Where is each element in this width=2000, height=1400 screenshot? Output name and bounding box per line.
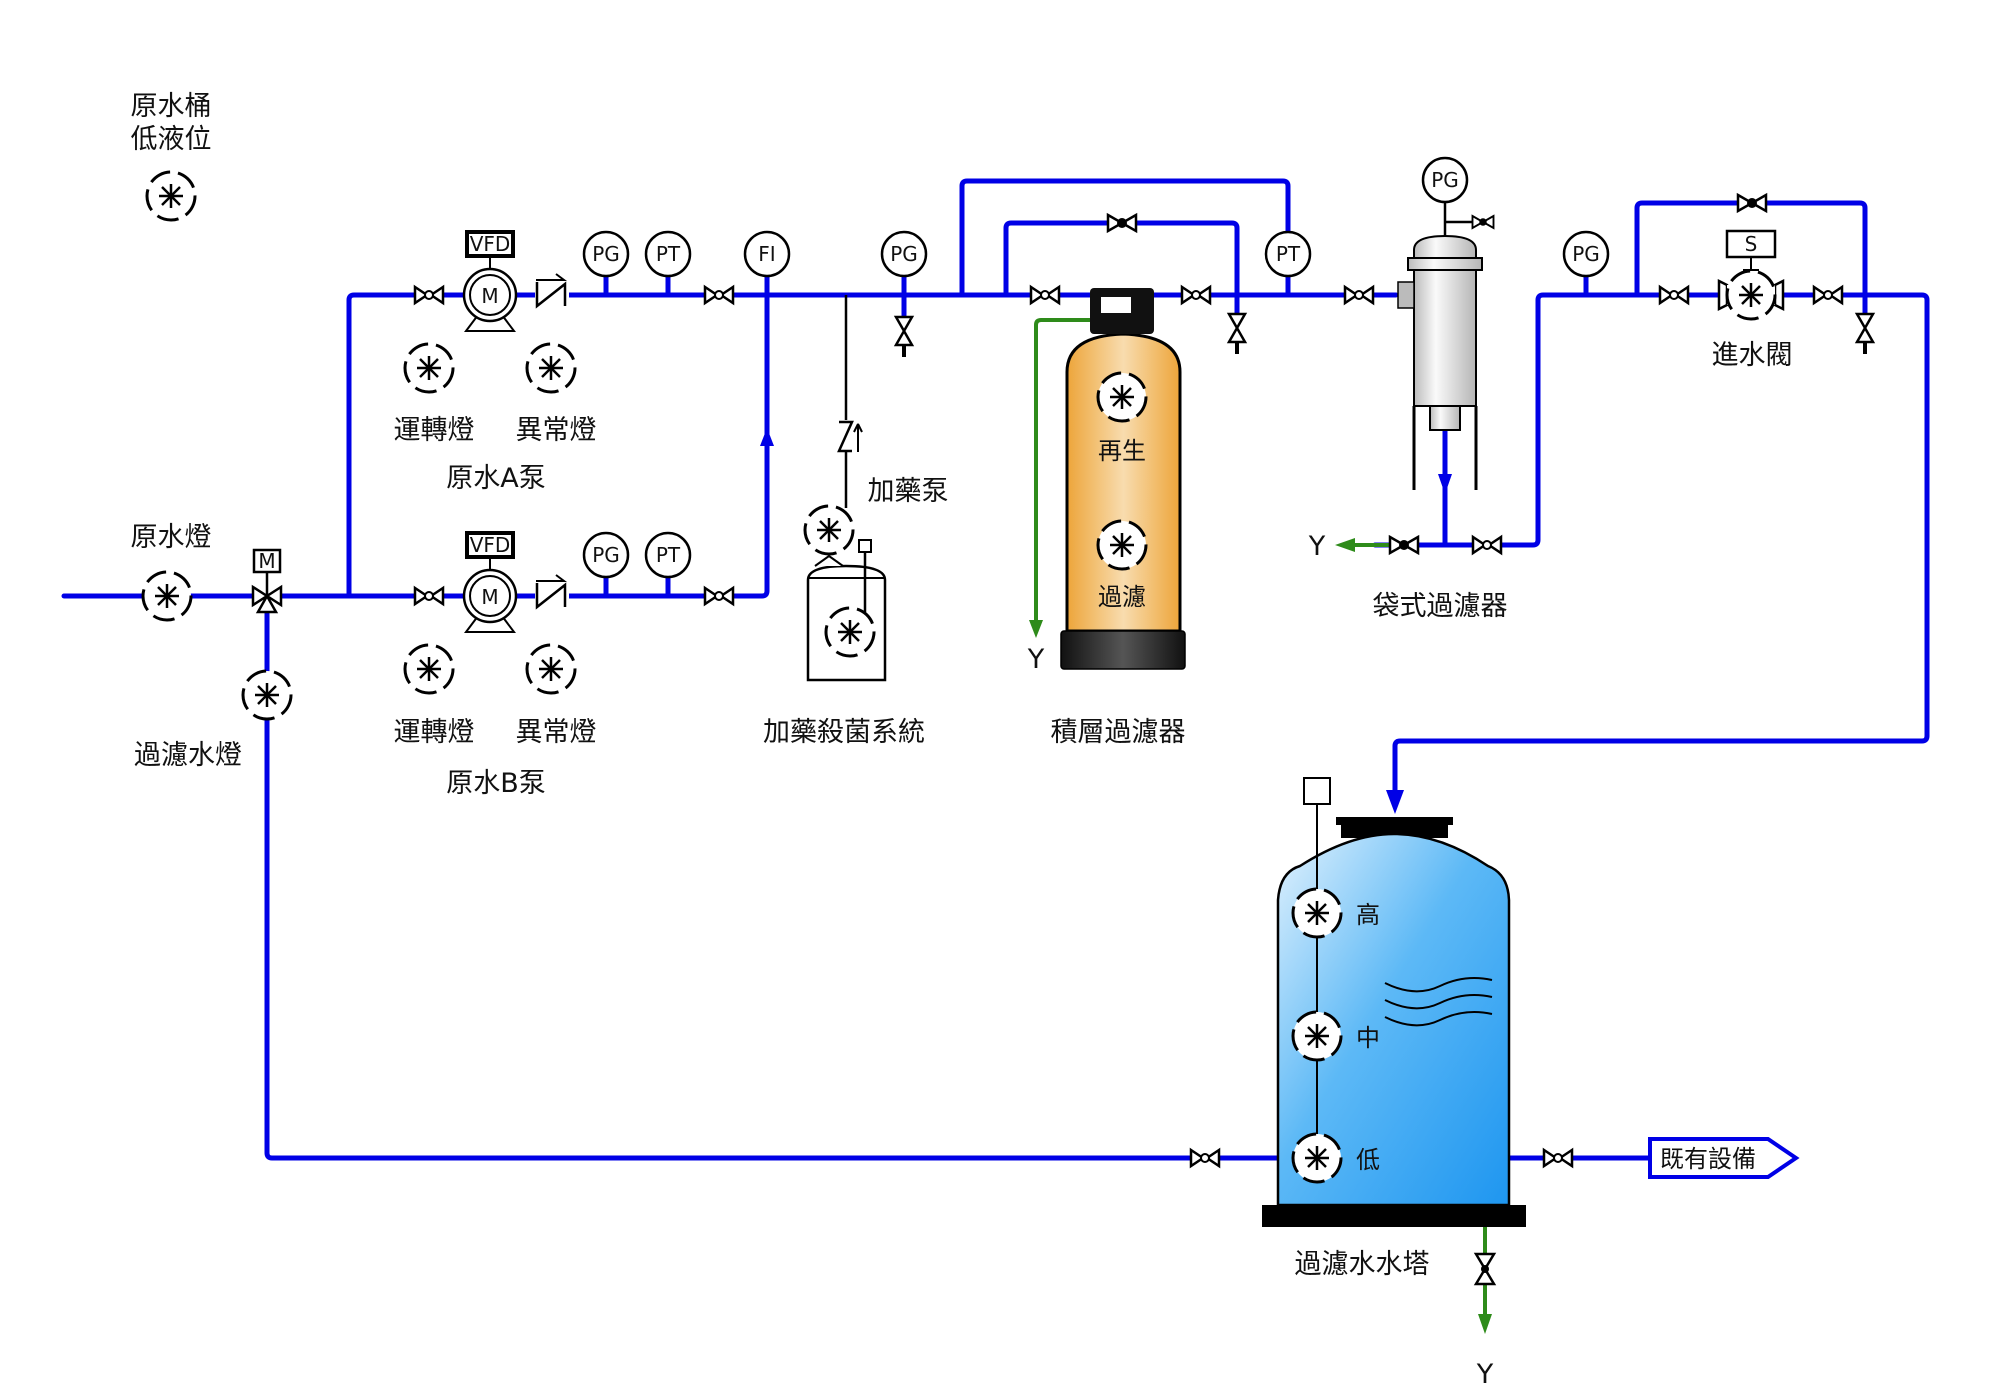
pump-a-check-valve-icon [535, 273, 569, 309]
filtered-water-lamp-icon [241, 669, 293, 721]
raw-water-light-label: 原水燈 [131, 522, 212, 553]
bag-filter-outlet-valve-icon [1471, 535, 1503, 555]
filter-outlet-valve-icon [1180, 285, 1212, 305]
filter-drain-valve-icon [1227, 312, 1247, 356]
tower-high-label: 高 [1356, 901, 1380, 929]
vfd-a-label: VFD [470, 232, 511, 256]
tower-low-label: 低 [1356, 1146, 1380, 1174]
pt-a-label: PT [656, 242, 681, 266]
drain-y-1: Y [1027, 644, 1045, 675]
pump-b-discharge-valve-icon [703, 586, 735, 606]
dosing-system-label: 加藥殺菌系統 [763, 717, 925, 748]
pump-a-fault-lamp-icon [525, 342, 577, 394]
three-way-valve-icon: M [251, 548, 283, 614]
raw-tank-label-2: 低液位 [131, 124, 212, 155]
tower-drain-valve-icon [1473, 1252, 1497, 1286]
pump-a-discharge-valve-icon [703, 285, 735, 305]
tower-outlet-valve-icon [1542, 1148, 1574, 1168]
bag-filter-label: 袋式過濾器 [1373, 591, 1508, 622]
raw-tank-low-level-lamp-icon [145, 170, 197, 222]
pump-a-icon: VFD M [462, 230, 518, 333]
inlet-bypass-valve-icon [1736, 193, 1768, 213]
dosing-pump-lamp-icon [803, 504, 855, 556]
pump-a-label: 原水A泵 [446, 463, 545, 494]
motor-a-label: M [481, 284, 498, 308]
vfd-b-label: VFD [470, 533, 511, 557]
flow-arrow-up [760, 428, 774, 446]
tower-high-lamp-icon [1291, 887, 1343, 939]
tower-mid-label: 中 [1356, 1024, 1380, 1052]
drain-y-2: Y [1308, 531, 1326, 562]
pg-a-label: PG [592, 242, 620, 266]
water-tower-label: 過濾水水塔 [1295, 1249, 1430, 1280]
dosing-pump-label: 加藥泵 [868, 476, 949, 507]
water-pipes [61, 178, 1930, 1161]
multimedia-filter-tank [1060, 288, 1186, 670]
inlet-valve-lamp-icon [1725, 269, 1777, 321]
tower-inlet-arrow [1386, 790, 1404, 814]
tower-low-lamp-icon [1291, 1132, 1343, 1184]
filtered-water-light-label: 過濾水燈 [134, 740, 242, 771]
bag-filter-drain-valve-icon [1388, 535, 1420, 555]
bag-filter-icon [1397, 201, 1495, 490]
pt-b-label: PT [656, 543, 681, 567]
motor-b-label: M [481, 585, 498, 609]
pump-b-run-lamp-icon [403, 643, 455, 695]
pump-a-fault-label: 異常燈 [516, 415, 597, 446]
pump-a-run-lamp-icon [403, 342, 455, 394]
pump-b-check-valve-icon [535, 574, 569, 610]
pump-b-run-label: 運轉燈 [394, 717, 475, 748]
filter-lamp-icon [1096, 519, 1148, 571]
tower-mid-lamp-icon [1291, 1010, 1343, 1062]
inlet-valve-downstream-icon [1812, 285, 1844, 305]
pt-filter-label: PT [1276, 242, 1301, 266]
pg-main-drain-valve-icon [894, 315, 914, 359]
regen-label: 再生 [1098, 437, 1146, 465]
inlet-valve-label: 進水閥 [1712, 340, 1793, 371]
pg-b-label: PG [592, 543, 620, 567]
pump-b-fault-lamp-icon [525, 643, 577, 695]
inlet-drain-valve-icon [1855, 312, 1875, 356]
drain-y-3: Y [1476, 1359, 1494, 1390]
fi-label: FI [758, 242, 775, 266]
raw-tank-label-1: 原水桶 [131, 91, 212, 122]
pump-b-fault-label: 異常燈 [516, 717, 597, 748]
raw-water-lamp-icon [141, 570, 193, 622]
existing-equipment-label: 既有設備 [1660, 1145, 1756, 1173]
pump-b-label: 原水B泵 [446, 768, 546, 799]
dosing-line [837, 295, 863, 508]
inlet-valve-upstream-icon [1658, 285, 1690, 305]
pump-b-icon: VFD M [462, 531, 518, 634]
filter-label: 過濾 [1098, 583, 1146, 611]
existing-equipment-arrow: 既有設備 [1648, 1137, 1800, 1179]
three-way-actuator-label: M [258, 549, 275, 573]
pump-a-suction-valve-icon [413, 285, 445, 305]
pump-b-suction-valve-icon [413, 586, 445, 606]
regen-lamp-icon [1096, 371, 1148, 423]
pg-bag-filter-label: PG [1431, 168, 1459, 192]
multimedia-filter-label: 積層過濾器 [1051, 717, 1186, 748]
filter-bypass-valve-icon [1106, 213, 1138, 233]
solenoid-label: S [1745, 232, 1758, 256]
pump-a-run-label: 運轉燈 [394, 415, 475, 446]
return-loop-valve-icon [1189, 1148, 1221, 1168]
pg-inlet-label: PG [1572, 242, 1600, 266]
bag-filter-inlet-valve-icon [1343, 285, 1375, 305]
flow-arrow-down [1438, 474, 1452, 494]
dosing-tank-level-lamp-icon [824, 606, 876, 658]
pg-main-label: PG [890, 242, 918, 266]
filter-inlet-valve-icon [1029, 285, 1061, 305]
